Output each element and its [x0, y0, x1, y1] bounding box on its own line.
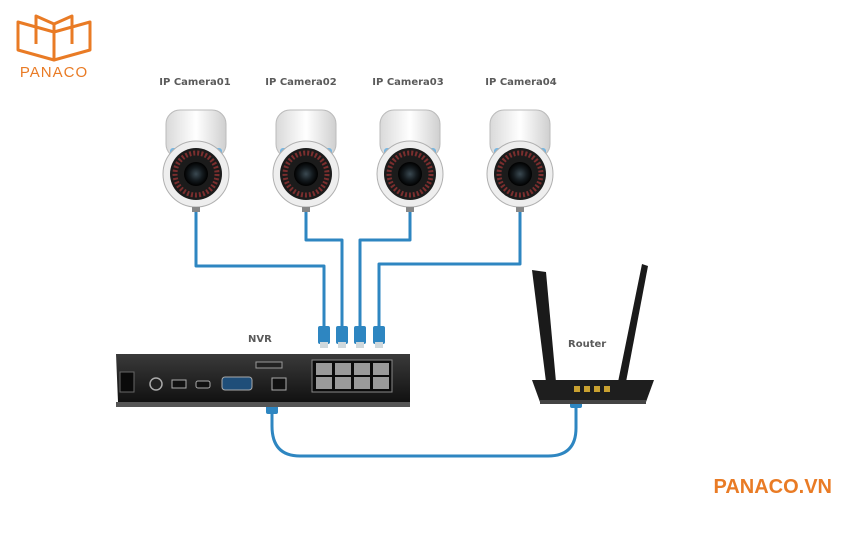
cable-nvr-router	[270, 404, 578, 458]
open-book-icon	[16, 14, 92, 62]
cable-camera-1	[194, 203, 326, 330]
cable-camera-4	[377, 200, 522, 330]
ip-camera-2	[272, 109, 340, 212]
network-cables	[194, 200, 578, 458]
nvr-device	[116, 354, 410, 407]
cable-camera-2	[304, 200, 344, 330]
router-label: Router	[568, 339, 607, 350]
camera-label-2: IP Camera02	[265, 77, 337, 88]
connector-cam-3	[354, 326, 366, 348]
ip-camera-3	[376, 109, 444, 212]
ip-camera-4	[486, 109, 554, 212]
camera-label-1: IP Camera01	[159, 77, 231, 88]
cable-camera-3	[358, 200, 412, 330]
nvr-label: NVR	[248, 334, 272, 345]
brand-website: PANACO.VN	[713, 476, 832, 498]
connector-cam-4	[373, 326, 385, 348]
logo-text: PANACO	[19, 64, 89, 81]
connector-cam-1	[318, 326, 330, 348]
ip-camera-1	[162, 109, 230, 212]
router-device	[532, 264, 654, 404]
connector-cam-2	[336, 326, 348, 348]
camera-label-3: IP Camera03	[372, 77, 444, 88]
camera-label-4: IP Camera04	[485, 77, 557, 88]
